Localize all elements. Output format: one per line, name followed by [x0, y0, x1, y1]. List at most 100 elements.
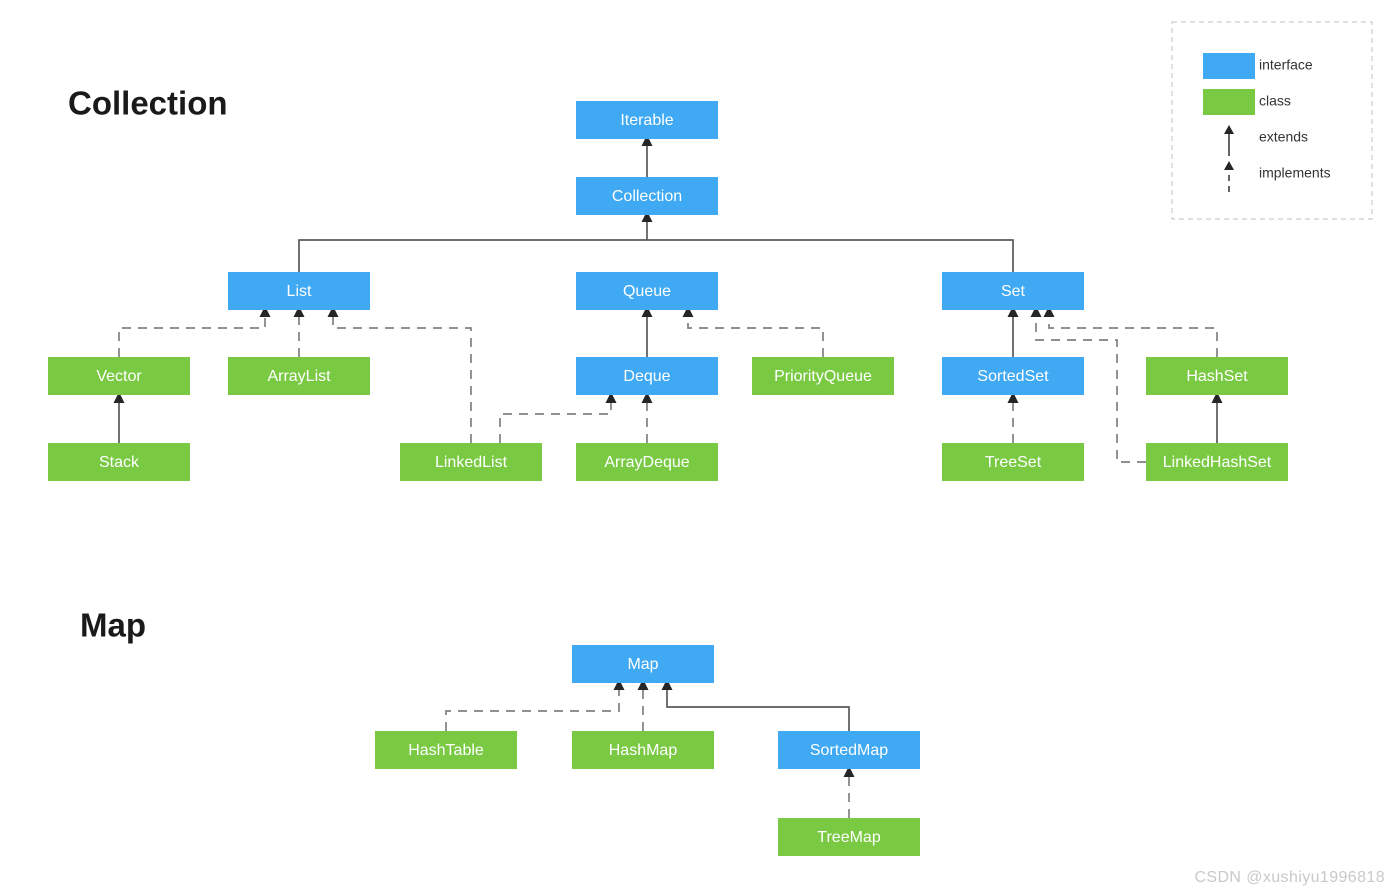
node-label: Deque	[623, 368, 670, 385]
edge-linkedlist-to-list-implements	[332, 316, 472, 443]
node-box-interface	[942, 272, 1084, 310]
node-box-class	[400, 443, 542, 481]
arrowhead-icon	[1030, 306, 1042, 317]
node-label: ArrayList	[267, 368, 331, 385]
legend-item-class: class	[1203, 89, 1291, 115]
arrowhead-icon	[613, 679, 625, 690]
node-stack[interactable]: Stack	[48, 443, 190, 481]
node-vector[interactable]: Vector	[48, 357, 190, 395]
node-label: Iterable	[620, 112, 673, 129]
node-box-interface	[942, 357, 1084, 395]
arrowhead-icon	[637, 679, 649, 690]
arrowhead-icon	[113, 392, 125, 403]
arrowhead-icon	[1211, 392, 1223, 403]
node-box-class	[48, 443, 190, 481]
node-box-interface	[576, 101, 718, 139]
node-label: SortedMap	[810, 742, 888, 759]
edge-hashset-to-set-implements	[1048, 316, 1218, 357]
node-box-class	[228, 357, 370, 395]
legend-item-implements: implements	[1224, 161, 1331, 192]
node-box-class	[942, 443, 1084, 481]
arrowhead-icon	[641, 211, 653, 222]
node-label: Vector	[96, 368, 142, 385]
node-hashmap[interactable]: HashMap	[572, 731, 714, 769]
node-label: List	[287, 283, 312, 300]
node-iterable[interactable]: Iterable	[576, 101, 718, 139]
arrowhead-icon	[1007, 392, 1019, 403]
node-box-class	[375, 731, 517, 769]
arrowhead-icon	[293, 306, 305, 317]
node-sortedmap[interactable]: SortedMap	[778, 731, 920, 769]
node-hashtable[interactable]: HashTable	[375, 731, 517, 769]
node-box-class	[752, 357, 894, 395]
edges-layer	[118, 145, 1218, 818]
node-box-class	[778, 818, 920, 856]
edge-hashtable-to-map-implements	[445, 689, 620, 731]
legend-label: extends	[1259, 129, 1308, 145]
node-priorityqueue[interactable]: PriorityQueue	[752, 357, 894, 395]
legend-label: implements	[1259, 165, 1331, 181]
node-queue[interactable]: Queue	[576, 272, 718, 310]
arrowheads-layer	[113, 135, 1223, 777]
arrowhead-icon	[641, 135, 653, 146]
node-map[interactable]: Map	[572, 645, 714, 683]
legend-arrowhead-icon	[1224, 161, 1234, 170]
edge-list-to-bus-extends	[298, 239, 1014, 272]
node-box-interface	[576, 272, 718, 310]
node-label: SortedSet	[977, 368, 1049, 385]
node-arraylist[interactable]: ArrayList	[228, 357, 370, 395]
node-label: LinkedList	[435, 454, 508, 471]
node-box-class	[576, 443, 718, 481]
arrowhead-icon	[327, 306, 339, 317]
arrowhead-icon	[605, 392, 617, 403]
node-label: TreeSet	[985, 454, 1042, 471]
legend-label: class	[1259, 93, 1291, 109]
legend-label: interface	[1259, 57, 1313, 73]
node-list[interactable]: List	[228, 272, 370, 310]
legend-swatch-interface	[1203, 53, 1255, 79]
node-arraydeque[interactable]: ArrayDeque	[576, 443, 718, 481]
node-box-class	[572, 731, 714, 769]
legend-panel: interface class extends implements	[1171, 21, 1373, 220]
node-set[interactable]: Set	[942, 272, 1084, 310]
arrowhead-icon	[641, 392, 653, 403]
node-treeset[interactable]: TreeSet	[942, 443, 1084, 481]
node-box-class	[48, 357, 190, 395]
watermark: CSDN @xushiyu1996818	[1194, 869, 1385, 886]
legend-swatch-class	[1203, 89, 1255, 115]
node-label: ArrayDeque	[604, 454, 689, 471]
edge-vector-to-list-implements	[118, 316, 266, 357]
arrowhead-icon	[641, 306, 653, 317]
node-label: Queue	[623, 283, 671, 300]
node-box-interface	[572, 645, 714, 683]
node-label: HashTable	[408, 742, 484, 759]
node-label: Collection	[612, 188, 682, 205]
arrowhead-icon	[1007, 306, 1019, 317]
node-linkedhashset[interactable]: LinkedHashSet	[1146, 443, 1288, 481]
node-hashset[interactable]: HashSet	[1146, 357, 1288, 395]
section-title-map: Map	[80, 607, 146, 644]
section-title-collection: Collection	[68, 85, 228, 122]
arrowhead-icon	[843, 766, 855, 777]
node-label: HashSet	[1186, 368, 1248, 385]
node-box-class	[1146, 443, 1288, 481]
node-treemap[interactable]: TreeMap	[778, 818, 920, 856]
node-sortedset[interactable]: SortedSet	[942, 357, 1084, 395]
node-collection[interactable]: Collection	[576, 177, 718, 215]
node-linkedlist[interactable]: LinkedList	[400, 443, 542, 481]
node-label: LinkedHashSet	[1163, 454, 1272, 471]
legend-item-extends: extends	[1224, 125, 1308, 156]
edge-priorityqueue-to-queue-implements	[687, 316, 824, 357]
node-deque[interactable]: Deque	[576, 357, 718, 395]
arrowhead-icon	[661, 679, 673, 690]
node-box-interface	[576, 177, 718, 215]
node-box-interface	[228, 272, 370, 310]
edge-linkedhashset-to-set-implements	[1035, 316, 1146, 463]
arrowhead-icon	[259, 306, 271, 317]
legend-frame	[1171, 21, 1373, 220]
node-label: Set	[1001, 283, 1026, 300]
